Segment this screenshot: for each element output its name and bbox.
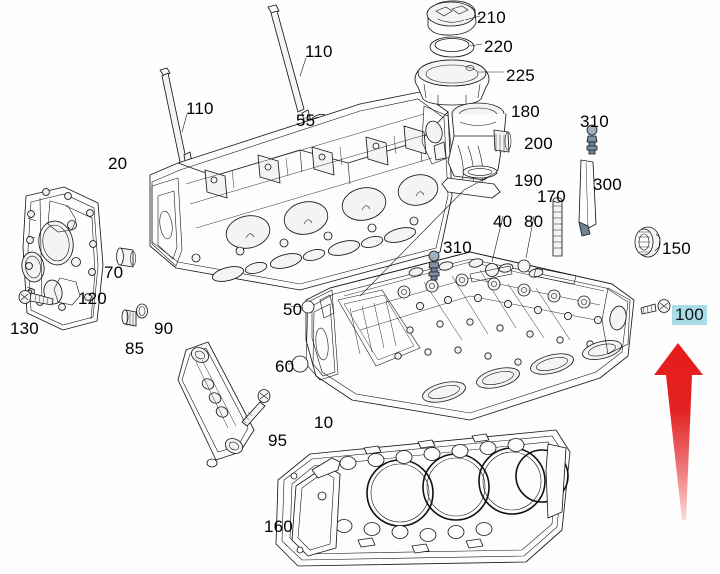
callout-300: 300 bbox=[593, 175, 622, 194]
callout-90: 90 bbox=[154, 319, 174, 338]
callout-85: 85 bbox=[125, 339, 145, 358]
callout-160: 160 bbox=[264, 517, 293, 536]
part-50-sealing-cap bbox=[301, 300, 315, 314]
callout-120: 120 bbox=[78, 289, 107, 308]
callout-225: 225 bbox=[506, 66, 535, 85]
part-310-oil-spray-nozzle-top bbox=[586, 124, 598, 155]
callout-110-right: 110 bbox=[305, 42, 333, 61]
part-85-plug bbox=[121, 309, 137, 327]
part-70-bushing bbox=[116, 247, 136, 268]
part-310-oil-spray-nozzle-lower bbox=[428, 250, 440, 281]
callout-310-top: 310 bbox=[580, 112, 609, 131]
red-pointer-arrow bbox=[654, 343, 703, 520]
callout-70: 70 bbox=[104, 263, 124, 282]
part-220-o-ring bbox=[429, 36, 475, 58]
part-225-oil-filler-neck bbox=[414, 59, 490, 106]
callout-40: 40 bbox=[493, 212, 513, 231]
part-95-bolt bbox=[241, 389, 271, 427]
part-120-timing-case-cover bbox=[21, 186, 104, 331]
part-10-cylinder-head-assembly bbox=[305, 251, 635, 421]
callout-80: 80 bbox=[524, 212, 544, 231]
part-130-bolt bbox=[18, 289, 54, 306]
callout-180: 180 bbox=[511, 102, 540, 121]
callout-60: 60 bbox=[275, 357, 295, 376]
part-90-seal-ring bbox=[136, 303, 148, 319]
callout-210: 210 bbox=[477, 8, 506, 27]
part-180-oil-filler-pipe bbox=[451, 102, 507, 142]
part-210-oil-filler-cap bbox=[426, 0, 477, 36]
part-300-tensioning-rail bbox=[578, 159, 597, 237]
part-150-camshaft-adjuster-gear bbox=[634, 226, 661, 258]
callout-10: 10 bbox=[314, 413, 334, 432]
part-100-bolt bbox=[640, 299, 671, 315]
callout-50: 50 bbox=[283, 300, 303, 319]
callout-310-lower: 310 bbox=[443, 238, 472, 257]
part-60-sealing-cap bbox=[291, 355, 309, 373]
callout-220: 220 bbox=[484, 37, 513, 56]
callout-190: 190 bbox=[514, 171, 543, 190]
callout-170: 170 bbox=[537, 187, 566, 206]
part-20-cylinder-head bbox=[149, 91, 453, 291]
part-160-cylinder-head-gasket bbox=[275, 429, 571, 567]
part-170-stud-bolt bbox=[552, 197, 563, 257]
callout-110-left: 110 bbox=[186, 99, 214, 118]
callout-95: 95 bbox=[268, 431, 288, 450]
part-camshaft-bearing-bridge bbox=[177, 341, 255, 468]
callout-150: 150 bbox=[662, 239, 691, 258]
callout-55: 55 bbox=[296, 111, 316, 130]
callout-130: 130 bbox=[10, 319, 39, 338]
callout-100-highlighted[interactable]: 100 bbox=[672, 305, 707, 325]
callout-200: 200 bbox=[524, 134, 553, 153]
part-190-o-ring bbox=[462, 165, 498, 179]
callout-leader-lines bbox=[181, 15, 535, 365]
callout-20: 20 bbox=[108, 154, 128, 173]
